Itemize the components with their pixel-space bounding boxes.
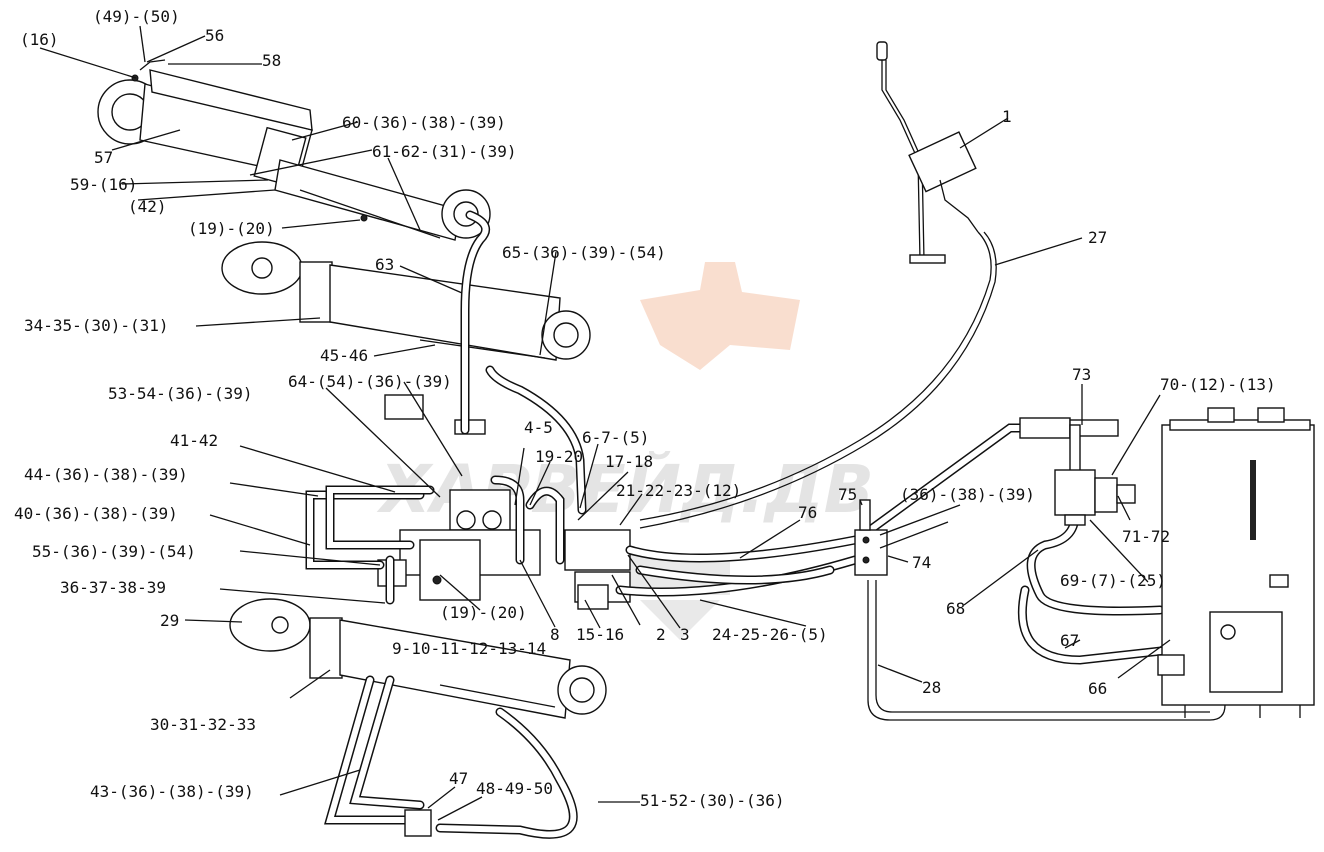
leader-lines	[39, 25, 1171, 821]
label-3: 3	[680, 625, 690, 644]
manifold	[854, 499, 888, 576]
label-15-16: 15-16	[576, 625, 624, 644]
label-34: 34-35-(30)-(31)	[24, 316, 169, 335]
label-57: 57	[94, 148, 113, 167]
lower-cylinder	[229, 598, 607, 719]
label-74: 74	[912, 553, 931, 572]
left-hoses	[305, 210, 587, 839]
label-60: 60-(36)-(38)-(39)	[342, 113, 506, 132]
label-53: 53-54-(36)-(39)	[108, 384, 253, 403]
label-30-33: 30-31-32-33	[150, 715, 256, 734]
label-29: 29	[160, 611, 179, 630]
label-42: (42)	[128, 197, 167, 216]
control-lever	[876, 41, 979, 264]
label-21: 21-22-23-(12)	[616, 481, 741, 500]
label-69: 69-(7)-(25)	[1060, 571, 1166, 590]
label-68: 68	[946, 599, 965, 618]
label-67: 67	[1060, 631, 1079, 650]
label-41-42: 41-42	[170, 431, 218, 450]
label-44: 44-(36)-(38)-(39)	[24, 465, 188, 484]
label-70: 70-(12)-(13)	[1160, 375, 1276, 394]
label-64: 64-(54)-(36)-(39)	[288, 372, 452, 391]
label-40: 40-(36)-(38)-(39)	[14, 504, 178, 523]
label-73: 73	[1072, 365, 1091, 384]
label-28: 28	[922, 678, 941, 697]
label-2: 2	[656, 625, 666, 644]
cables	[639, 231, 1226, 721]
label-56: 56	[205, 26, 224, 45]
label-6-7: 6-7-(5)	[582, 428, 649, 447]
label-75: 75	[838, 485, 857, 504]
label-51: 51-52-(30)-(36)	[640, 791, 785, 810]
hydraulic-tank	[1157, 407, 1315, 718]
label-36-39: 36-37-38-39	[60, 578, 166, 597]
label-63: 63	[375, 255, 394, 274]
label-24: 24-25-26-(5)	[712, 625, 828, 644]
label-61: 61-62-(31)-(39)	[372, 142, 517, 161]
pump-assembly	[1019, 417, 1136, 526]
label-76: 76	[798, 503, 817, 522]
label-55: 55-(36)-(39)-(54)	[32, 542, 196, 561]
label-58: 58	[262, 51, 281, 70]
label-59: 59-(16)	[70, 175, 137, 194]
middle-cylinder	[221, 241, 591, 361]
label-19-20-low: (19)-(20)	[440, 603, 527, 622]
label-47: 47	[449, 769, 468, 788]
part-labels: (49)-(50) (16) 56 58 60-(36)-(38)-(39) 5…	[14, 7, 1276, 810]
label-49-50: (49)-(50)	[93, 7, 180, 26]
label-36-38-39: (36)-(38)-(39)	[900, 485, 1035, 504]
label-43: 43-(36)-(38)-(39)	[90, 782, 254, 801]
label-48: 48-49-50	[476, 779, 553, 798]
top-cylinder	[97, 59, 491, 241]
label-45: 45-46	[320, 346, 368, 365]
label-19-20-top: (19)-(20)	[188, 219, 275, 238]
label-17-18: 17-18	[605, 452, 653, 471]
label-16: (16)	[20, 30, 59, 49]
label-19-20-mid: 19-20	[535, 447, 583, 466]
label-66: 66	[1088, 679, 1107, 698]
label-71-72: 71-72	[1122, 527, 1170, 546]
label-27: 27	[1088, 228, 1107, 247]
label-8: 8	[550, 625, 560, 644]
label-4-5: 4-5	[524, 418, 553, 437]
label-1: 1	[1002, 107, 1012, 126]
label-9-14: 9-10-11-12-13-14	[392, 639, 546, 658]
label-65: 65-(36)-(39)-(54)	[502, 243, 666, 262]
